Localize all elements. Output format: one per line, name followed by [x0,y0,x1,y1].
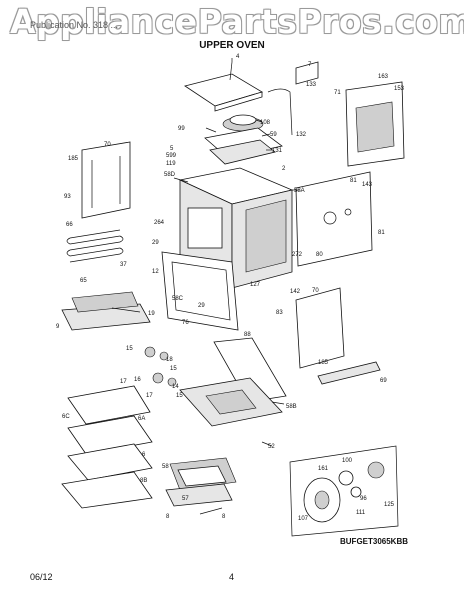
door-glass-part [165,457,237,515]
door-frame-part [161,251,239,331]
diagram-code: BUFGET3065KBB [340,537,409,546]
leader-lines [111,58,300,447]
callout-83: 83 [276,310,283,316]
callout-143: 143 [362,182,373,188]
callout-81-upper: 81 [350,178,357,184]
callout-37: 37 [120,262,127,268]
callout-17-a: 17 [120,379,127,385]
callout-70-lower: 70 [312,288,319,294]
callout-96: 96 [360,496,367,502]
callout-9: 9 [56,324,60,330]
callout-18: 18 [166,357,173,363]
callout-29: 29 [152,240,159,246]
door-assembly-part [179,337,287,427]
callout-88: 88 [244,332,251,338]
callout-132: 132 [296,132,307,138]
callout-19: 19 [148,311,155,317]
callout-71: 71 [334,90,341,96]
callout-264: 264 [154,220,165,226]
callout-12: 12 [152,269,159,275]
callout-6: 6 [142,452,146,458]
callout-16: 16 [134,377,141,383]
trim-part [317,361,381,385]
callout-58C: 58C [172,296,184,302]
callout-58D: 58D [164,172,176,178]
callout-5: 5 [170,146,174,152]
callout-15-a: 15 [126,346,133,352]
callout-125: 125 [384,502,395,508]
oven-racks-part [61,385,153,509]
callout-8B: 8B [140,478,147,484]
side-bracket-part [295,171,373,267]
callout-58B: 58B [286,404,297,410]
footer-date: 06/12 [30,572,53,582]
publication-header: Publication No. 318 ... [30,20,119,30]
broiler-pan-part [61,291,151,331]
callout-57: 57 [182,496,189,502]
callout-15-b: 15 [170,366,177,372]
callout-142: 142 [290,289,301,295]
callout-127: 127 [250,282,261,288]
convection-fan-inset [289,445,399,537]
callout-153: 153 [394,86,405,92]
duct-part [209,139,276,165]
callout-8-b: 8 [222,514,226,520]
callout-17-b: 17 [146,393,153,399]
latch-parts [144,346,177,387]
rear-panel-part [345,81,405,167]
callout-119: 119 [166,161,176,167]
callout-29-lower: 29 [198,303,205,309]
callout-185-lower: 185 [318,360,329,366]
vent-tube-part [267,88,293,136]
blower-assembly-part [222,114,264,132]
left-side-panel-part [81,141,131,219]
callout-6A: 6A [138,416,145,422]
callout-108: 108 [260,120,271,126]
lower-side-panel-part [295,287,345,369]
callout-111: 111 [356,510,366,516]
callout-65: 65 [80,278,87,284]
callout-100: 100 [342,458,353,464]
callout-2: 2 [282,166,286,172]
callout-15-c: 15 [176,393,183,399]
callout-80: 80 [316,252,323,258]
callout-7: 7 [308,62,312,68]
broil-element-part [66,229,124,263]
watermark: AppliancePartsPros.com [10,2,464,41]
callout-81-lower: 81 [378,230,385,236]
callout-6C: 6C [62,414,70,420]
callout-8-a: 8 [166,514,170,520]
callout-labels: 4 7 133 163 153 71 108 99 59 132 131 70 … [56,54,405,522]
callout-599: 599 [166,153,177,159]
callout-185-upper: 185 [68,156,79,162]
callout-163: 163 [378,74,389,80]
callout-52: 52 [268,444,275,450]
callout-272: 272 [292,252,303,258]
callout-14: 14 [172,384,179,390]
callout-69: 69 [380,378,387,384]
callout-161: 161 [318,466,329,472]
callout-133: 133 [306,82,317,88]
callout-131: 131 [272,148,283,154]
footer-page-number: 4 [229,572,235,582]
callout-76: 76 [182,320,189,326]
top-panel-part [184,61,263,112]
section-title: UPPER OVEN [199,40,265,51]
callout-58: 58 [162,464,169,470]
callout-59: 59 [270,132,277,138]
callout-107: 107 [298,516,309,522]
callout-4: 4 [236,54,240,60]
callout-99: 99 [178,126,185,132]
fan-part [295,61,319,85]
callout-66: 66 [66,222,73,228]
callout-70-upper: 70 [104,142,111,148]
callout-58A: 58A [294,188,305,194]
callout-93: 93 [64,194,71,200]
